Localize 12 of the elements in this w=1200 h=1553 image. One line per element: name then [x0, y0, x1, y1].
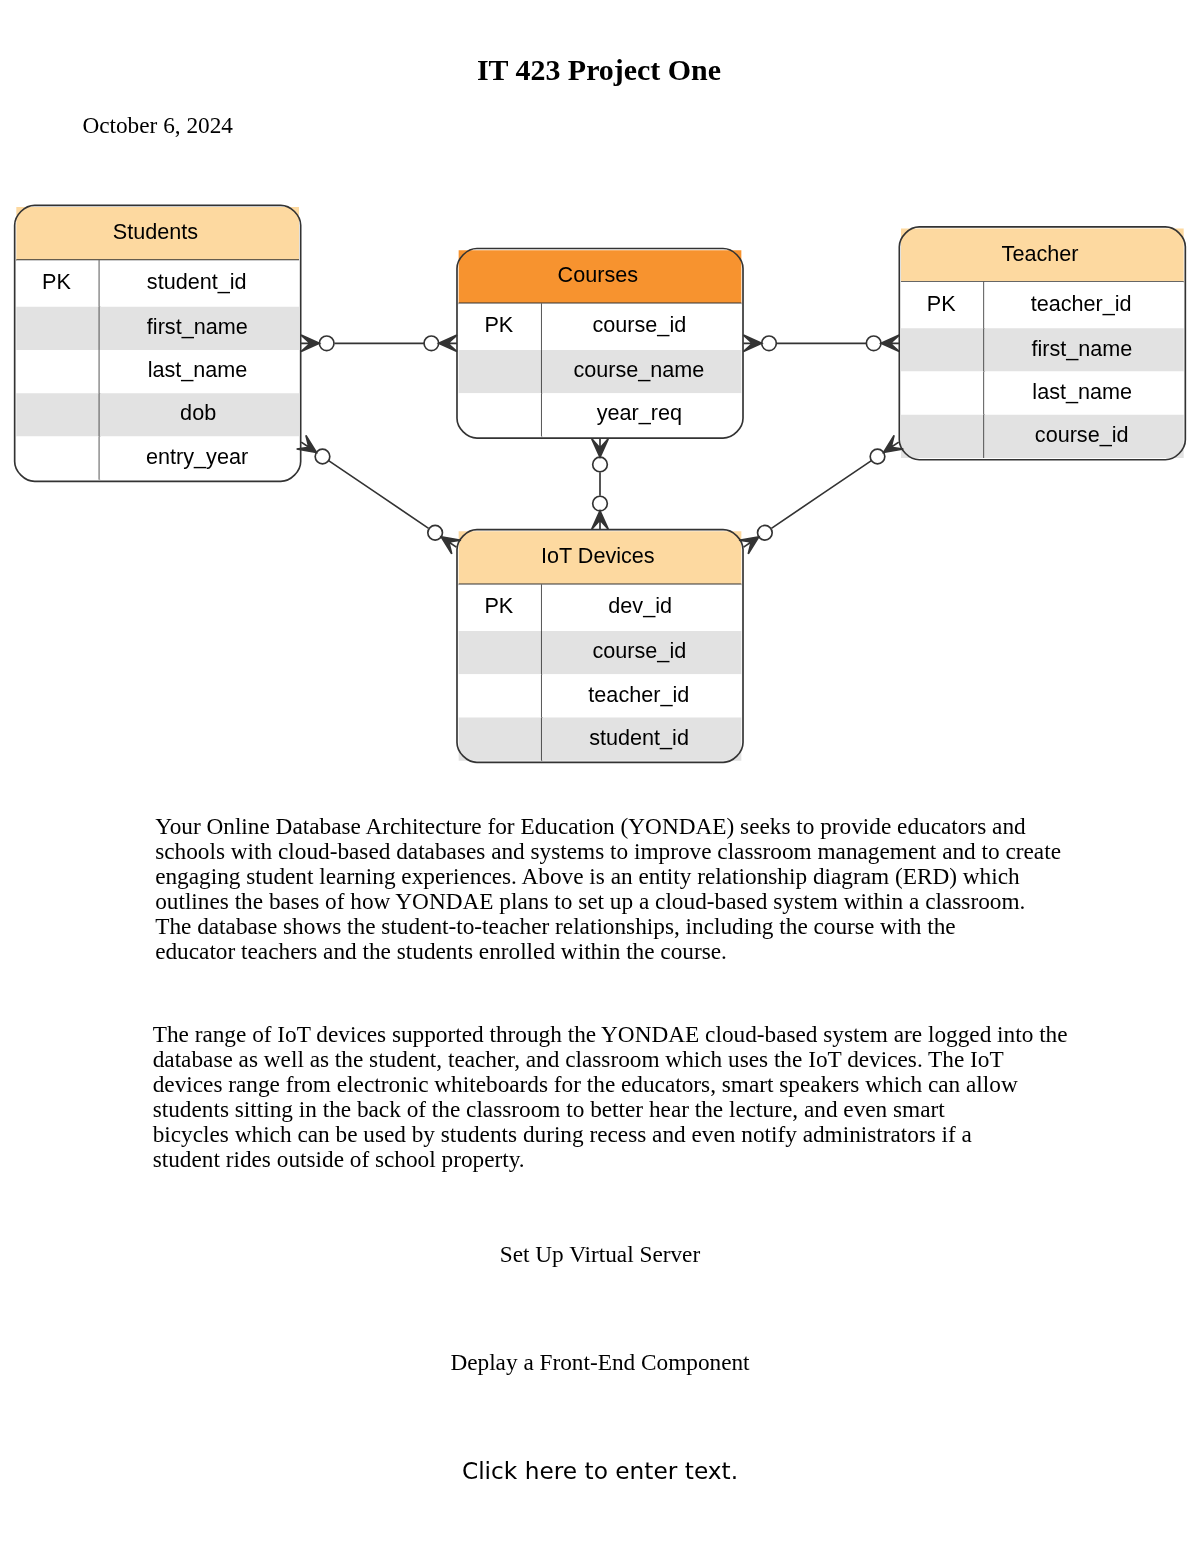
connector — [742, 334, 901, 353]
connector — [300, 334, 458, 353]
label: Deplay a Front-End Component — [450, 1349, 750, 1376]
label: October 6, 2024 — [82, 112, 233, 139]
connector — [590, 438, 610, 530]
label: Your Online Database Architecture for Education (YONDAE) seeks to provide educators and schools with cloud-based databases and systems to improve classroom management and to create engaging student learning experiences. Above is an entity relationship diagram (ERD) which outlines the bases of how YONDAE plans to set up a cloud-based system within a classroom. The database shows the student-to-teacher relationships, including the course with the educator teachers and the students enrolled within the course. — [155, 813, 1062, 964]
label: Click here to enter text. — [461, 1456, 739, 1484]
label: The range of IoT devices supported through the YONDAE cloud-based system are logged into the database as well as the student, teacher, and classroom which uses the IoT devices. The IoT devices range from electronic whiteboards for the educators, smart speakers which can allow students sitting in the back of the classroom to better hear the lecture, and even smart bicycles which can be used by students during recess and even notify administrators if a student rides outside of school property. — [152, 1021, 1068, 1172]
label: Set Up Virtual Server — [499, 1241, 701, 1268]
connector — [738, 434, 905, 555]
connector — [295, 434, 462, 555]
diagram-title: IT 423 Project One — [476, 52, 722, 86]
